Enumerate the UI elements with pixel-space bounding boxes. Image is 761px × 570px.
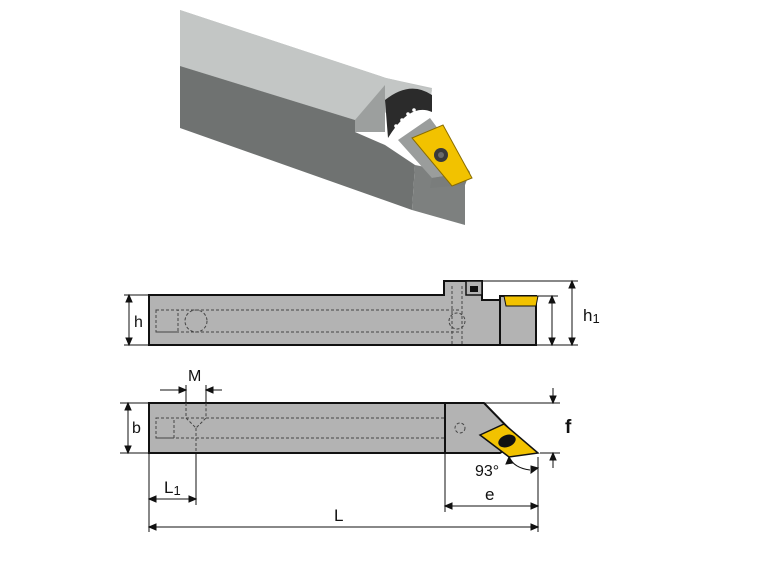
dim-angle-label: 93° — [475, 463, 499, 480]
dim-e-label: e — [485, 485, 494, 504]
dim-h-label: h — [134, 314, 143, 331]
tool-holder-3d-render — [180, 10, 473, 225]
dim-l1-label: L1 — [164, 478, 181, 498]
dim-b-label: b — [132, 420, 141, 437]
dim-l-label: L — [334, 506, 343, 525]
side-view: h h1 — [124, 279, 600, 347]
top-view: M b f 93° — [120, 368, 572, 532]
dim-m-label: M — [188, 368, 201, 385]
insert-side — [503, 295, 539, 307]
dim-h1-label: h1 — [583, 306, 600, 326]
dim-f-label: f — [565, 417, 572, 438]
